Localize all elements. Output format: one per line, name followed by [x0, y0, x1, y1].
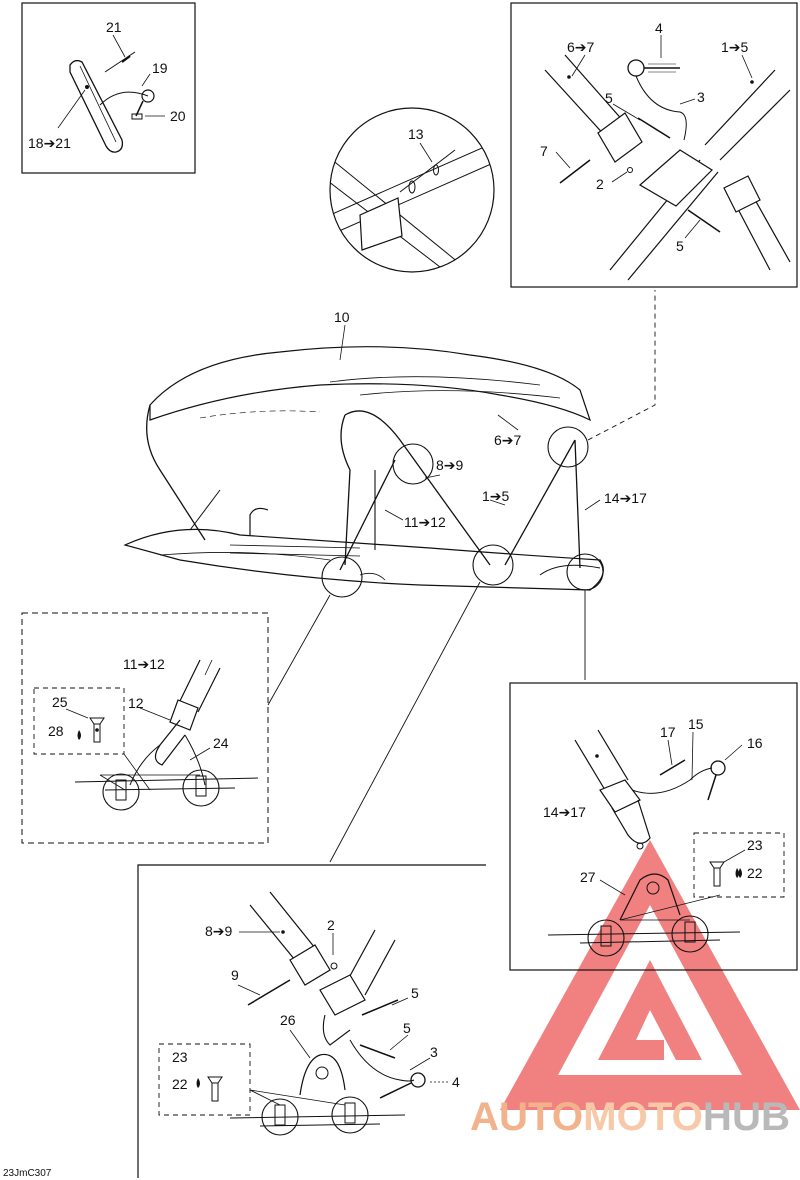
label-15: 15 [688, 716, 704, 732]
label-25: 25 [52, 694, 68, 710]
detail-box-front-mount: 11➔12 25 12 28 24 [21, 612, 269, 844]
label-24: 24 [213, 735, 229, 751]
detail-box-rear-mount: 15 17 16 14➔17 23 22 27 [509, 682, 798, 971]
label-28: 28 [48, 723, 64, 739]
label-22-bottom: 22 [172, 1076, 188, 1092]
watermark-part1: AUTO [470, 1095, 583, 1139]
label-3-bottom: 3 [430, 1044, 438, 1060]
label-4-bottom: 4 [452, 1074, 460, 1090]
svg-text:AUTOMOTOHUB: AUTOMOTOHUB [470, 1095, 790, 1139]
label-20: 20 [170, 108, 186, 124]
detail-circle-top-joint: 13 [329, 107, 495, 273]
label-11-12-main: 11➔12 [404, 514, 446, 530]
label-14-17-detail: 14➔17 [543, 804, 586, 820]
detail-box-strap: 21 19 20 18➔21 [21, 2, 196, 174]
watermark-logo [500, 840, 800, 1110]
label-5-top-a: 5 [605, 90, 613, 106]
watermark-text: AUTOMOTOHUB [470, 1095, 790, 1139]
figure-code: 23JmC307 [3, 1168, 52, 1179]
label-5-top-b: 5 [676, 238, 684, 254]
label-1-5-top: 1➔5 [721, 39, 749, 55]
detail-box-cross-joint: 4 6➔7 1➔5 3 5 7 2 5 [510, 2, 798, 288]
label-21: 21 [106, 19, 122, 35]
label-4-top: 4 [655, 20, 663, 36]
label-9: 9 [231, 967, 239, 983]
label-11-12-detail: 11➔12 [123, 656, 165, 672]
label-26: 26 [280, 1012, 296, 1028]
detail-box-center-mount: 8➔9 2 9 5 26 5 3 23 22 4 [137, 864, 486, 1178]
label-16: 16 [747, 735, 763, 751]
label-18-21: 18➔21 [28, 135, 71, 151]
label-17: 17 [660, 724, 676, 740]
label-14-17-main: 14➔17 [604, 490, 647, 506]
label-5-bottom-b: 5 [403, 1020, 411, 1036]
label-8-9-detail: 8➔9 [205, 923, 233, 939]
label-1-5-main: 1➔5 [482, 488, 510, 504]
watermark-part3: HUB [703, 1095, 790, 1139]
label-8-9-main: 8➔9 [436, 457, 464, 473]
label-3-top: 3 [697, 89, 705, 105]
label-22-right: 22 [747, 865, 763, 881]
label-7-top: 7 [540, 143, 548, 159]
label-23-right: 23 [747, 837, 763, 853]
label-5-bottom-a: 5 [411, 985, 419, 1001]
callout-connectors [267, 290, 656, 863]
main-boat-bimini-view: 10 6➔7 8➔9 1➔5 14➔17 11➔12 [123, 309, 647, 598]
label-23-bottom: 23 [172, 1049, 188, 1065]
label-2-top: 2 [596, 176, 604, 192]
label-13: 13 [408, 126, 424, 142]
label-27: 27 [580, 869, 596, 885]
label-6-7-main: 6➔7 [494, 432, 522, 448]
label-10-main: 10 [334, 309, 350, 325]
label-2-bottom: 2 [327, 917, 335, 933]
label-6-7-top: 6➔7 [567, 39, 595, 55]
label-12: 12 [128, 695, 144, 711]
watermark-part2: MOTO [583, 1095, 703, 1139]
grease-drop-icon [735, 868, 739, 878]
label-19: 19 [152, 60, 168, 76]
